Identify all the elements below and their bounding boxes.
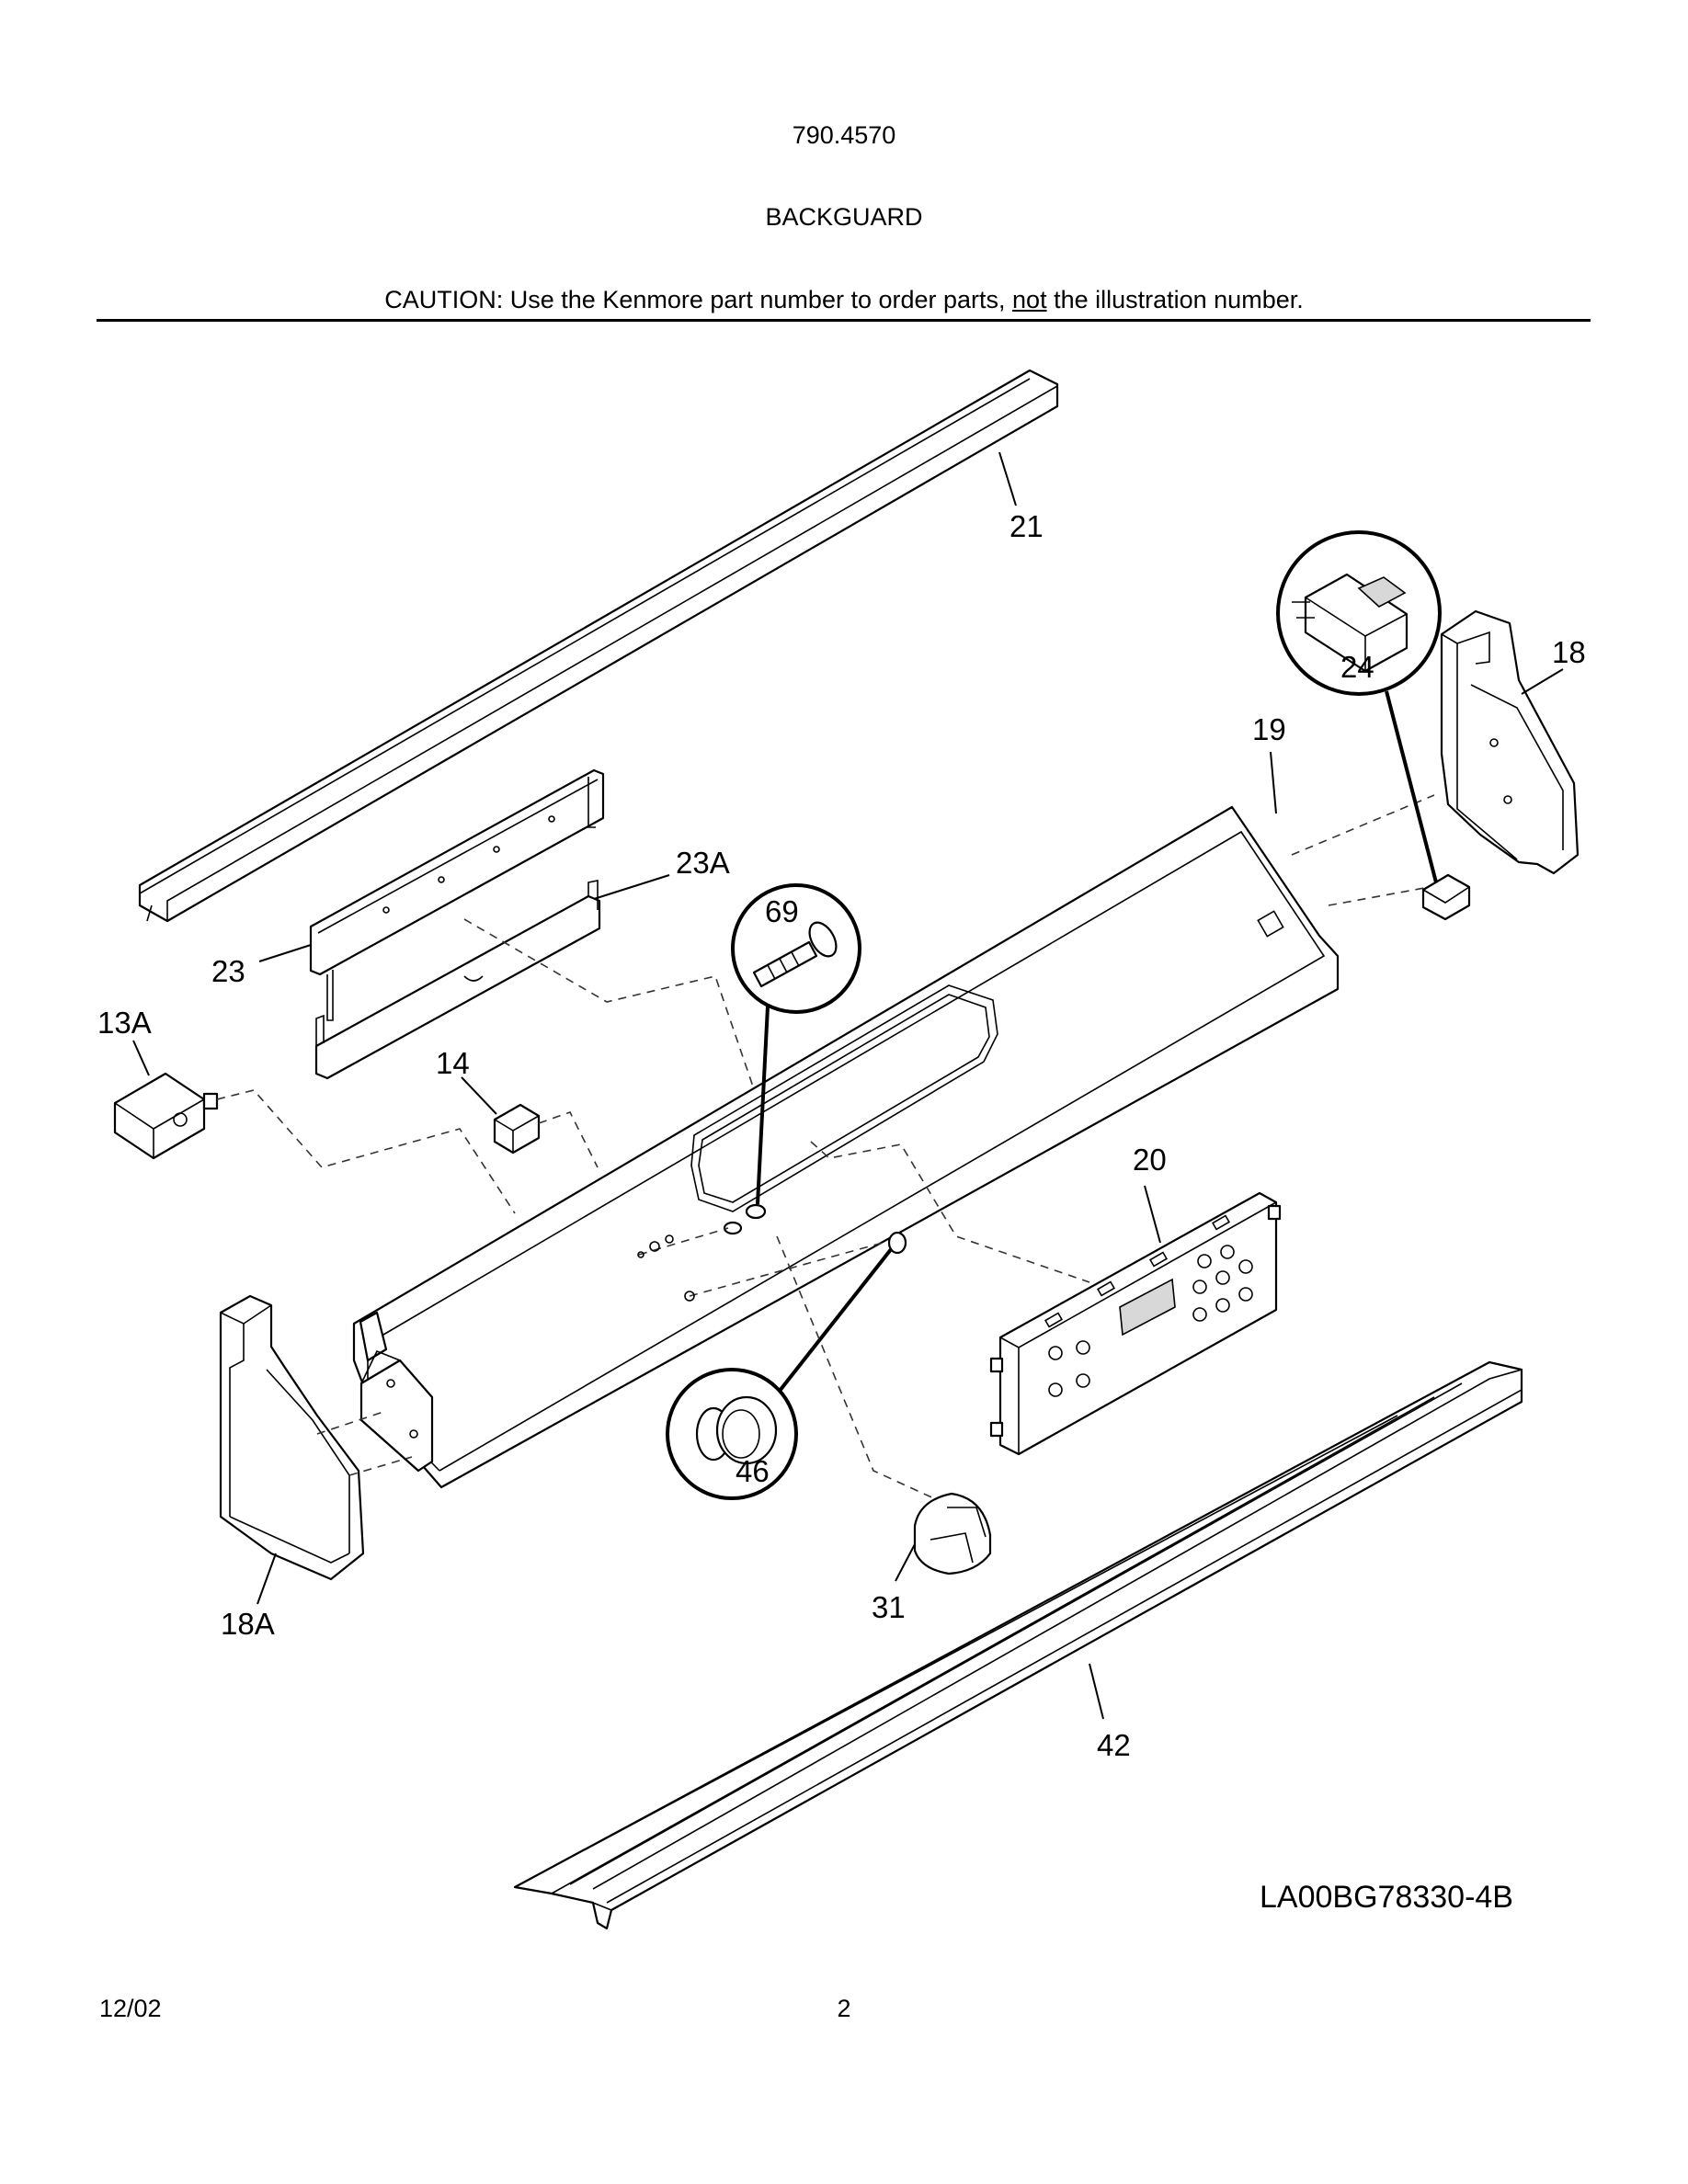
part-23A-bracket: [314, 880, 601, 1080]
leader-18A: [257, 1553, 277, 1605]
callout-21: 21: [1009, 509, 1044, 543]
callout-20: 20: [1133, 1143, 1167, 1177]
part-46-knob-stem: [887, 1231, 907, 1255]
footer-date: 12/02: [99, 1995, 162, 2022]
leader-23A: [593, 874, 670, 900]
part-13A-switch: [113, 1072, 219, 1160]
part-23-bracket: [309, 768, 605, 1021]
callout-69: 69: [765, 894, 799, 928]
leader-42: [1089, 1663, 1104, 1720]
part-31-knob: [913, 1492, 992, 1575]
dashed-panel-24: [1328, 886, 1431, 906]
callout-42: 42: [1097, 1728, 1131, 1762]
dashed-18A-b: [348, 1456, 413, 1476]
leader-23: [258, 944, 312, 962]
part-24-rocker-switch: [1421, 873, 1471, 921]
part-21-top-trim: [138, 369, 1059, 923]
caution-notice: CAUTION: Use the Kenmore part number to …: [0, 288, 1688, 313]
footer-page-number: 2: [837, 1995, 851, 2022]
part-18A-left-endcap: [219, 1294, 365, 1581]
callout-circle-24: [1276, 530, 1442, 696]
leader-24: [1385, 690, 1438, 883]
callout-23A: 23A: [676, 846, 730, 880]
dashed-13A: [216, 1089, 516, 1214]
callout-circle-46: [666, 1368, 798, 1500]
part-18-right-endcap: [1440, 609, 1580, 875]
callout-13A: 13A: [97, 1006, 152, 1040]
model-number: 790.4570: [792, 121, 896, 149]
callout-18A: 18A: [221, 1607, 275, 1641]
dashed-panel-18: [1291, 794, 1435, 856]
section-title: BACKGUARD: [765, 203, 923, 231]
dashed-18A-a: [316, 1410, 387, 1435]
caution-prefix: CAUTION: Use the Kenmore part number to …: [384, 286, 1013, 313]
leader-31: [895, 1543, 916, 1582]
dashed-31: [776, 1235, 939, 1501]
caution-emphasis: not: [1012, 286, 1047, 313]
leader-69: [756, 1006, 770, 1205]
callout-18: 18: [1552, 635, 1586, 669]
screw-small-b: [649, 1241, 660, 1252]
callout-19: 19: [1252, 712, 1286, 746]
callout-31: 31: [872, 1590, 906, 1624]
leader-21: [998, 451, 1017, 506]
part-42-bottom-trim: [513, 1360, 1523, 1930]
leader-14: [461, 1076, 497, 1115]
leader-20: [1144, 1185, 1161, 1244]
caution-suffix: the illustration number.: [1046, 286, 1304, 313]
callout-46: 46: [736, 1454, 770, 1488]
leader-13A: [132, 1040, 150, 1076]
part-20-clock-board: [989, 1191, 1282, 1456]
callout-circle-69: [731, 883, 861, 1014]
callout-23: 23: [211, 954, 245, 988]
dashed-46: [689, 1242, 884, 1297]
dashed-14: [538, 1111, 599, 1168]
leader-18: [1521, 668, 1564, 695]
part-19-control-panel: [352, 805, 1340, 1489]
screw-small-a: [637, 1251, 644, 1258]
callout-24: 24: [1340, 650, 1374, 684]
part-14-connector: [493, 1103, 541, 1155]
screw-small-c: [665, 1234, 674, 1244]
dashed-panel-clock: [810, 1141, 1090, 1283]
leader-46: [778, 1246, 894, 1393]
callout-14: 14: [436, 1046, 470, 1080]
leader-19: [1270, 751, 1277, 814]
drawing-code: LA00BG78330-4B: [1260, 1880, 1513, 1915]
screw-small-d: [684, 1291, 695, 1302]
dashed-panel-mount: [463, 918, 755, 1090]
header-rule: [97, 319, 1591, 322]
